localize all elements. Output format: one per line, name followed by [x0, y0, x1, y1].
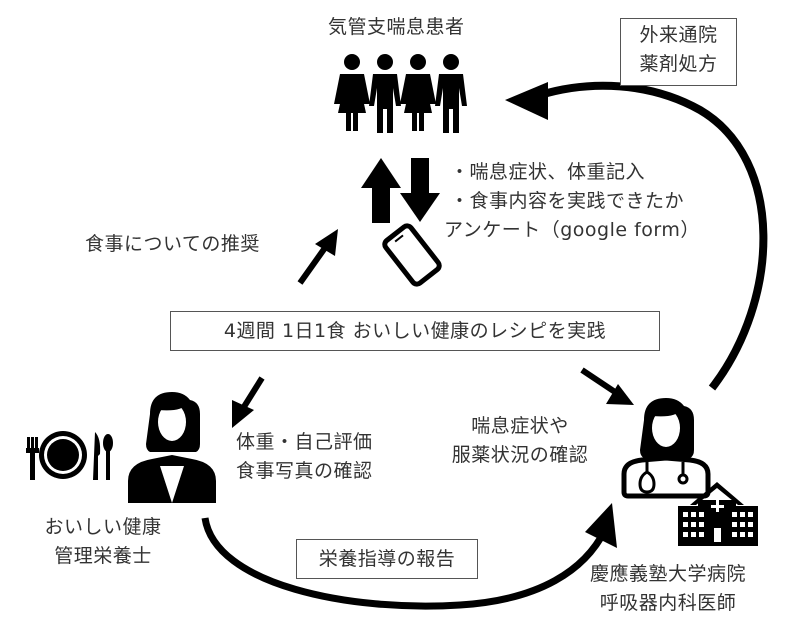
arrow-to-dietitian [239, 376, 265, 412]
arrowhead-to-patients [505, 82, 548, 120]
hospital-building-icon [678, 482, 758, 546]
dietitian-check-text: 体重・自己評価 食事写真の確認 [236, 428, 373, 486]
arrowhead-recommendation [315, 229, 338, 256]
arrow-to-doctor [580, 367, 617, 395]
dietitian-check-line-2: 食事写真の確認 [236, 460, 373, 482]
program-label: 4週間 1日1食 おいしい健康のレシピを実践 [223, 320, 607, 342]
doctor-line-2: 呼吸器内科医師 [599, 592, 737, 614]
woman-avatar-icon [128, 392, 216, 503]
arrow-up-icon [361, 158, 401, 223]
report-label: 栄養指導の報告 [318, 548, 456, 570]
program-box: 4週間 1日1食 おいしい健康のレシピを実践 [170, 311, 660, 351]
arrow-recommendation [297, 243, 330, 285]
doctor-stethoscope-icon [621, 398, 711, 499]
smartphone-icon [382, 223, 442, 287]
survey-line-2: ・食事内容を実践できたか [450, 190, 685, 212]
dietitian-check-line-1: 体重・自己評価 [236, 431, 373, 453]
doctor-check-text: 喘息症状や 服薬状況の確認 [440, 412, 600, 470]
curve-arrow-dietitian-to-doctor [201, 517, 609, 610]
survey-text: ・喘息症状、体重記入 ・食事内容を実践できたか アンケート（google for… [444, 158, 700, 245]
survey-line-3: アンケート（google form） [444, 219, 700, 241]
outpatient-prescription-box: 外来通院 薬剤処方 [620, 18, 737, 86]
dietitian-line-1: おいしい健康 [44, 516, 162, 538]
doctor-check-line-2: 服薬状況の確認 [451, 444, 589, 466]
plate-cutlery-icon [26, 431, 113, 480]
outpatient-line-2: 薬剤処方 [639, 53, 718, 75]
report-box: 栄養指導の報告 [296, 539, 478, 579]
survey-line-1: ・喘息症状、体重記入 [450, 161, 646, 183]
doctor-check-line-1: 喘息症状や [471, 415, 569, 437]
doctor-label: 慶應義塾大学病院 呼吸器内科医師 [568, 560, 768, 618]
patients-label: 気管支喘息患者 [328, 16, 465, 38]
arrowhead-to-doctor-small [606, 384, 634, 405]
dietitian-line-2: 管理栄養士 [54, 545, 152, 567]
arrowhead-to-dietitian [232, 400, 254, 428]
outpatient-line-1: 外来通院 [639, 24, 718, 46]
recommendation-label: 食事についての推奨 [85, 233, 260, 255]
doctor-line-1: 慶應義塾大学病院 [589, 563, 746, 585]
dietitian-label: おいしい健康 管理栄養士 [28, 513, 178, 571]
arrow-down-icon [400, 158, 440, 222]
people-group-icon [334, 54, 467, 133]
arrowhead-to-doctor [585, 503, 617, 548]
curve-arrow-doctor-to-patients [538, 81, 768, 391]
